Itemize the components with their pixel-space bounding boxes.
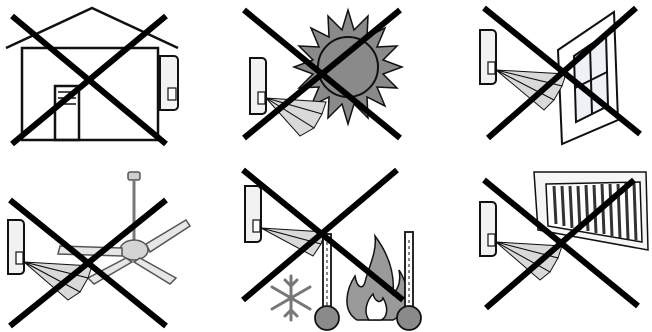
prohibited-cross-icon bbox=[12, 16, 166, 144]
panel-sun bbox=[230, 4, 430, 154]
sensor-device-icon bbox=[480, 30, 496, 84]
air-vent-illustration bbox=[470, 170, 652, 320]
sensor-device-icon bbox=[160, 56, 178, 110]
panel-hot-and-cold bbox=[235, 170, 435, 320]
sensor-device-icon bbox=[480, 202, 496, 256]
panel-air-vent bbox=[470, 170, 652, 320]
panel-window bbox=[470, 4, 652, 154]
sensor-beam-icon bbox=[266, 98, 326, 136]
sensor-device-icon bbox=[8, 220, 24, 274]
sensor-device-icon bbox=[250, 58, 266, 114]
house-illustration bbox=[0, 4, 200, 154]
window-illustration bbox=[470, 4, 652, 154]
sensor-device-icon bbox=[245, 186, 261, 242]
snowflake-icon bbox=[272, 276, 310, 320]
hot-and-cold-illustration bbox=[235, 170, 435, 320]
ceiling-fan-illustration bbox=[0, 170, 200, 320]
panel-ceiling-fan bbox=[0, 170, 200, 320]
panel-house bbox=[0, 4, 200, 154]
sun-illustration bbox=[230, 4, 430, 154]
